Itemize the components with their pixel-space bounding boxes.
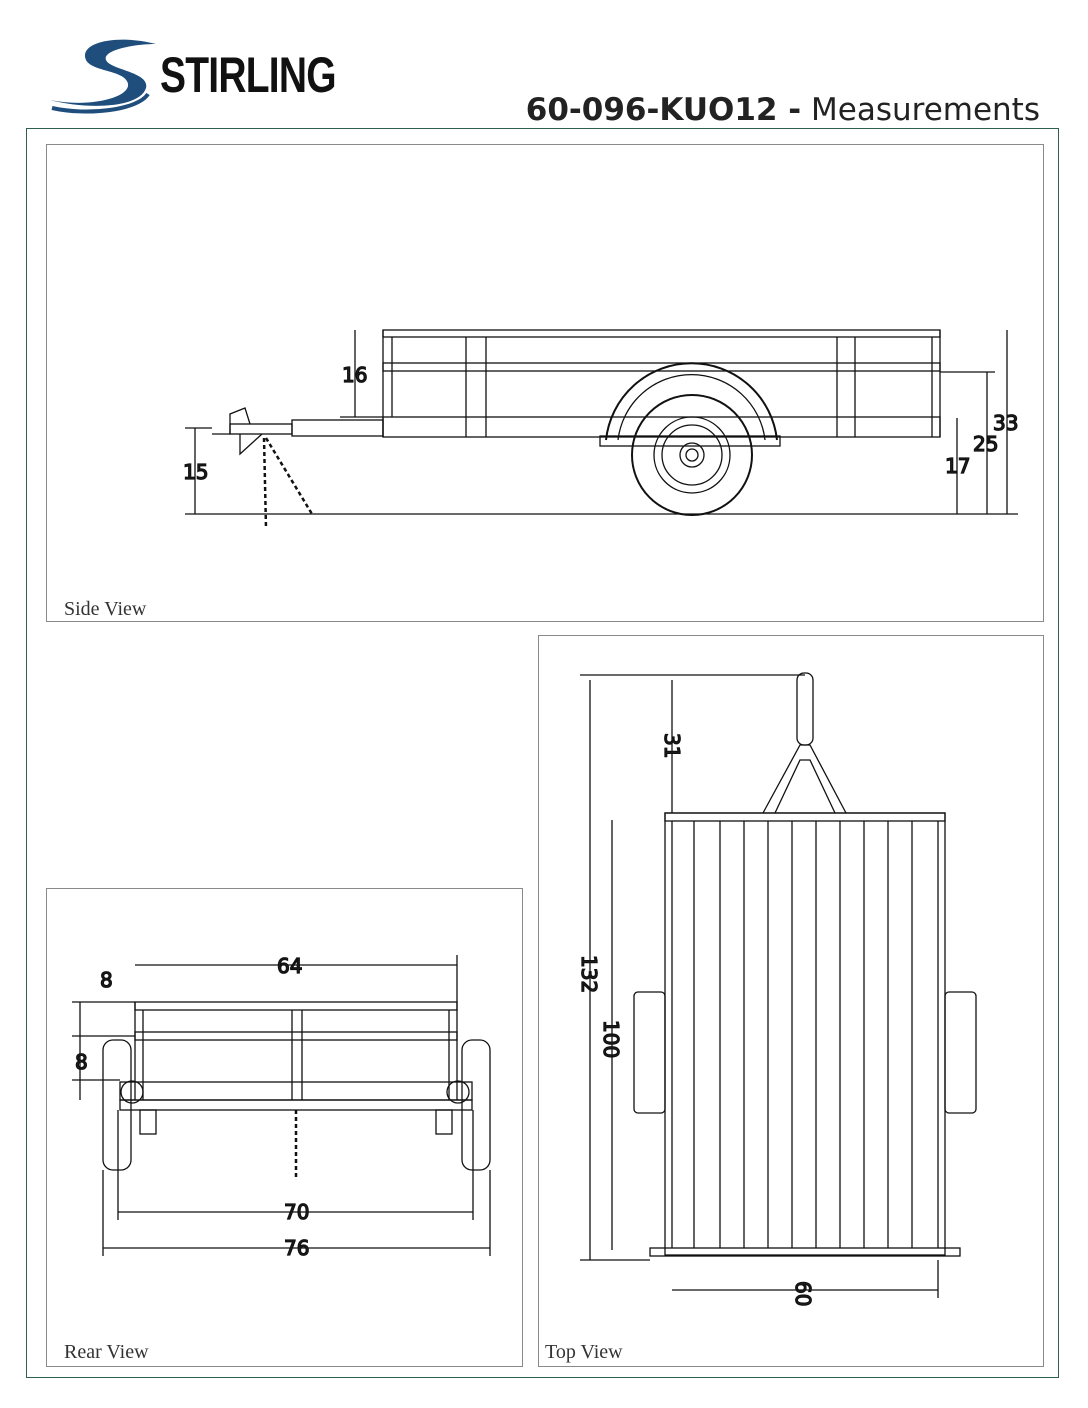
page-title: 60-096-KUO12 - Measurements: [526, 92, 1040, 128]
stirling-swoosh-icon: [50, 39, 156, 114]
dim-side-17: 17: [945, 454, 970, 478]
side-view-label: Side View: [64, 598, 147, 620]
logo: [48, 38, 160, 114]
dim-top-60: 60: [791, 1281, 815, 1306]
dim-top-31: 31: [660, 733, 684, 758]
page-frame: [26, 128, 1059, 1378]
dim-side-25: 25: [973, 432, 998, 456]
dim-side-33: 33: [993, 411, 1018, 435]
rear-view-panel: [46, 888, 523, 1367]
dim-top-132: 132: [577, 955, 601, 993]
model-number: 60-096-KUO12 -: [525, 92, 802, 128]
dim-rear-76: 76: [284, 1236, 309, 1260]
top-view-panel: [538, 635, 1044, 1367]
dim-rear-70: 70: [284, 1200, 309, 1224]
dim-rear-8-mid: 8: [75, 1050, 88, 1074]
brand-name: STIRLING: [160, 47, 337, 103]
dim-side-15: 15: [183, 460, 208, 484]
side-view-drawing: [185, 329, 1018, 529]
top-view-label: Top View: [545, 1341, 623, 1363]
rear-view-drawing: [72, 955, 491, 1256]
dim-side-16: 16: [342, 363, 367, 387]
rear-view-label: Rear View: [64, 1341, 149, 1363]
title-text: Measurements: [811, 92, 1040, 128]
top-view-drawing: [580, 672, 977, 1298]
side-view-panel: [46, 144, 1044, 622]
dim-rear-8-top: 8: [100, 968, 113, 992]
dim-top-100: 100: [599, 1020, 623, 1058]
dim-rear-64: 64: [277, 954, 302, 978]
